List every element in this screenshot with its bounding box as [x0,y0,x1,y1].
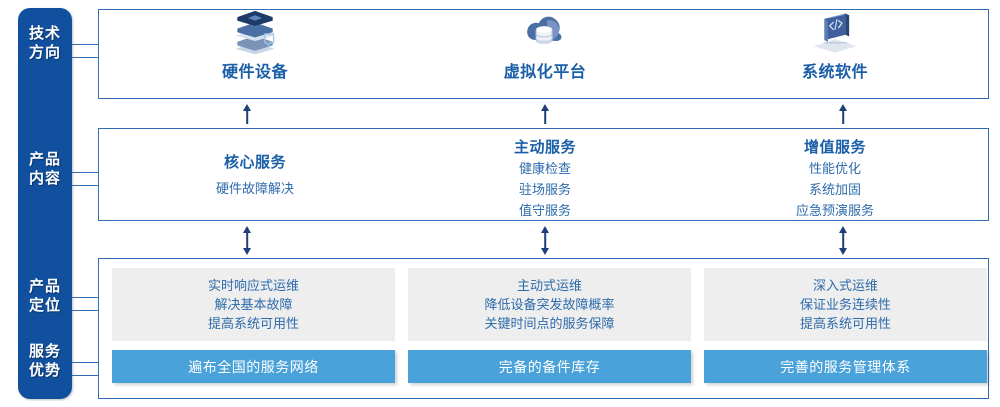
positioning-line: 深入式运维 [812,278,878,293]
positioning-line: 主动式运维 [516,278,582,293]
arrow-bidirectional-core [240,226,254,255]
content-item: 硬件故障解决 [215,181,294,196]
arrow-bidirectional-proactive [538,226,552,255]
content-column-core-service[interactable]: 核心服务 硬件故障解决 [110,128,400,221]
rail-label-product-position: 产品 定位 [28,278,61,314]
tech-column-system-software[interactable]: 系统软件 [690,0,980,90]
positioning-card-proactive[interactable]: 主动式运维 降低设备突发故障概率 关键时间点的服务保障 [408,268,691,341]
content-title-value-added-service: 增值服务 [803,139,866,156]
positioning-card-realtime[interactable]: 实时响应式运维 解决基本故障 提高系统可用性 [112,268,395,341]
content-column-value-added-service[interactable]: 增值服务 性能优化 系统加固 应急预演服务 [690,128,980,221]
content-item: 应急预演服务 [795,203,874,218]
connector-line [72,297,98,298]
content-section-box [98,128,989,221]
category-rail [18,8,72,399]
tech-label-system-software: 系统软件 [801,64,868,81]
positioning-line: 提高系统可用性 [799,316,891,331]
tech-label-virtualization: 虚拟化平台 [503,64,587,81]
content-item: 驻场服务 [518,182,571,197]
advantage-bar-management-system[interactable]: 完善的服务管理体系 [704,350,987,383]
laptop-code-icon [813,13,857,53]
tech-column-hardware[interactable]: 硬件设备 [110,0,400,90]
content-item: 健康检查 [518,161,571,176]
positioning-card-indepth[interactable]: 深入式运维 保证业务连续性 提高系统可用性 [704,268,987,341]
positioning-line: 保证业务连续性 [799,297,891,312]
connector-line [72,185,98,186]
connector-line [72,375,98,376]
positioning-line: 关键时间点的服务保障 [484,316,615,331]
arrow-up-virtualization [538,104,552,124]
positioning-line: 提高系统可用性 [207,316,299,331]
content-item: 值守服务 [518,203,571,218]
arrow-bidirectional-value-added [836,226,850,255]
content-title-proactive-service: 主动服务 [513,139,576,156]
tech-column-virtualization[interactable]: 虚拟化平台 [400,0,690,90]
positioning-line: 解决基本故障 [214,297,293,312]
connector-line [72,172,98,173]
advantage-bar-label: 完善的服务管理体系 [780,358,911,375]
positioning-line: 实时响应式运维 [207,278,299,293]
connector-line [72,44,98,45]
advantage-bar-service-network[interactable]: 遍布全国的服务网络 [112,350,395,383]
rail-label-service-advantage: 服务 优势 [28,343,61,379]
positioning-line: 降低设备突发故障概率 [484,297,615,312]
content-column-proactive-service[interactable]: 主动服务 健康检查 驻场服务 值守服务 [400,128,690,221]
connector-line [72,57,98,58]
advantage-bar-label: 完备的备件库存 [498,358,601,375]
cloud-database-icon [527,16,562,44]
advantage-bar-label: 遍布全国的服务网络 [188,358,319,375]
content-title-core-service: 核心服务 [223,154,286,171]
arrow-up-system-software [836,104,850,124]
server-stack-icon [235,10,275,55]
connector-line [72,362,98,363]
advantage-bar-spare-parts[interactable]: 完备的备件库存 [408,350,691,383]
rail-label-tech-direction: 技术 方向 [28,25,61,61]
content-item: 系统加固 [808,182,861,197]
tech-label-hardware: 硬件设备 [221,64,288,81]
arrow-up-hardware [240,104,254,124]
content-item: 性能优化 [808,161,861,176]
connector-line [72,310,98,311]
rail-label-product-content: 产品 内容 [28,151,61,187]
